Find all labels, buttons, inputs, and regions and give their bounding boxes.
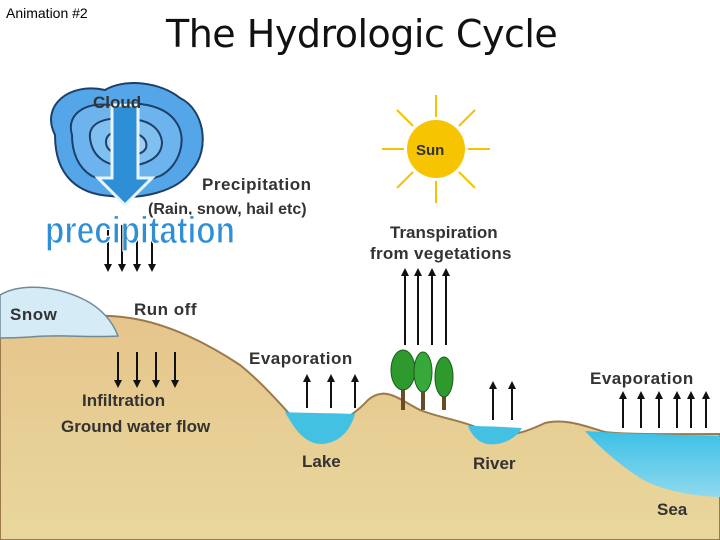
run-off-label: Run off [134, 300, 197, 319]
trees-icon [390, 349, 454, 410]
lake-label: Lake [302, 452, 341, 471]
snow-label: Snow [10, 305, 58, 324]
cloud-label: Cloud [93, 93, 141, 112]
animation-label: Animation #2 [6, 5, 88, 21]
precipitation-label: Precipitation [202, 175, 311, 194]
evaporation-arrows-lake [303, 374, 359, 408]
precipitation-types-label: (Rain, snow, hail etc) [148, 201, 307, 218]
lake [285, 412, 355, 444]
evaporation-sea-label: Evaporation [590, 369, 694, 388]
evaporation-lake-label: Evaporation [249, 349, 353, 368]
land [0, 314, 720, 540]
rain-arrows [104, 225, 156, 272]
sea-label: Sea [657, 500, 688, 519]
snow-cap [0, 286, 120, 339]
sea [585, 431, 720, 497]
precipitation-arrow-icon [94, 103, 156, 208]
precipitation-overlay-text: precipitation [45, 210, 235, 252]
page-title: The Hydrologic Cycle [166, 12, 558, 56]
transpiration-label: Transpiration [390, 223, 498, 242]
sun-label: Sun [416, 142, 444, 159]
river-label: River [473, 454, 516, 473]
ground-water-flow-label: Ground water flow [61, 417, 211, 436]
river [468, 426, 522, 445]
transpiration-arrows [401, 268, 450, 345]
infiltration-label: Infiltration [82, 391, 165, 410]
sun-icon [382, 95, 490, 203]
infiltration-arrows [114, 352, 179, 388]
evaporation-arrows-sea [619, 391, 710, 428]
evaporation-arrows-river [489, 381, 516, 420]
transpiration-sub-label: from vegetations [370, 244, 512, 263]
